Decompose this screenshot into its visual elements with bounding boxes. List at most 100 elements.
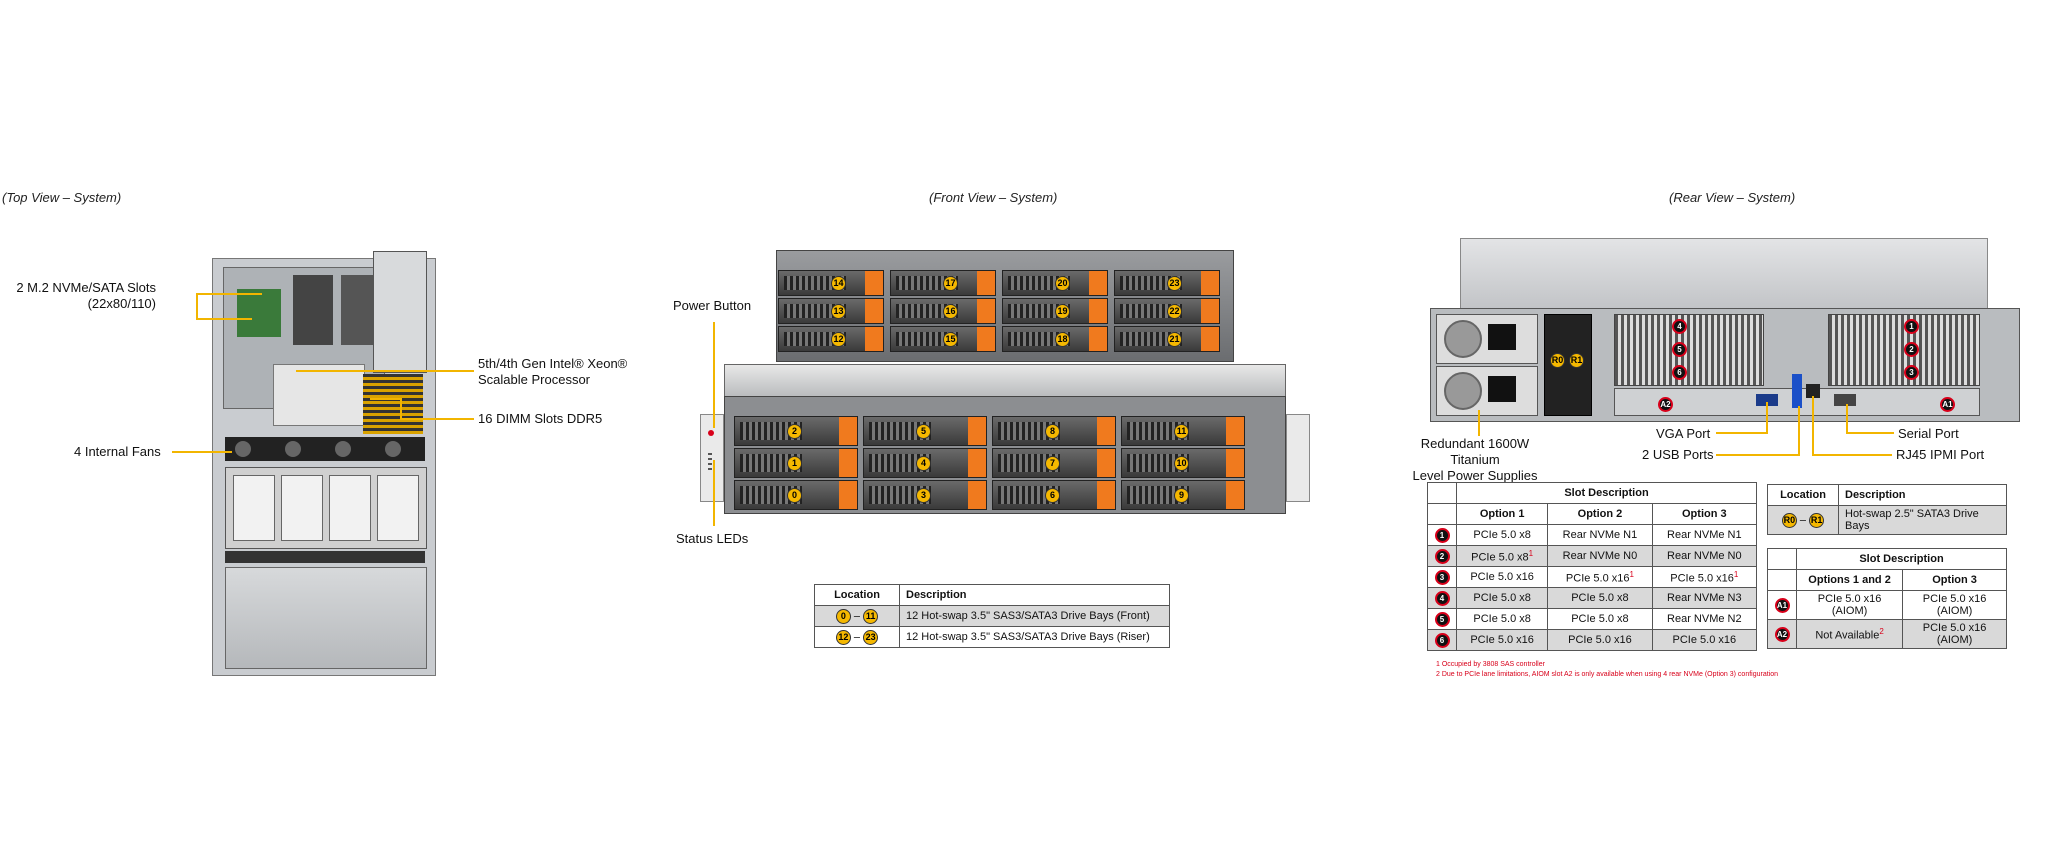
rear-view-title: (Rear View – System) xyxy=(1669,190,1796,205)
drive-bay[interactable]: 12 xyxy=(778,326,884,352)
drive-bay[interactable]: 8 xyxy=(992,416,1116,446)
drive-bay[interactable]: 0 xyxy=(734,480,858,510)
drive-bay[interactable]: 13 xyxy=(778,298,884,324)
bay-badge: 3 xyxy=(916,487,931,503)
rj45-ipmi-port[interactable] xyxy=(1806,384,1820,398)
aiom-badge: A2 xyxy=(1658,397,1673,412)
usb-ports-callout: 2 USB Ports xyxy=(1642,447,1714,462)
front-table-header-location: Location xyxy=(814,584,900,606)
drive-bay[interactable]: 21 xyxy=(1114,326,1220,352)
bay-badge: 23 xyxy=(1167,275,1182,291)
bay-badge: 12 xyxy=(835,629,851,645)
bay-badge: 8 xyxy=(1045,423,1060,439)
bay-badge: 7 xyxy=(1045,455,1060,471)
drive-bay[interactable]: 11 xyxy=(1121,416,1245,446)
aiom-slot-table: Slot Description Options 1 and 2 Option … xyxy=(1767,548,2007,649)
top-view-title: (Top View – System) xyxy=(2,190,122,205)
front-table-desc: 12 Hot-swap 3.5" SAS3/SATA3 Drive Bays (… xyxy=(899,626,1170,648)
table-row: 12 – 23 12 Hot-swap 3.5" SAS3/SATA3 Driv… xyxy=(814,626,1170,648)
aiom-table-header: Options 1 and 2 xyxy=(1795,569,1904,591)
front-table-desc: 12 Hot-swap 3.5" SAS3/SATA3 Drive Bays (… xyxy=(899,605,1170,627)
bay-badge: 20 xyxy=(1055,275,1070,291)
drive-bay[interactable]: 20 xyxy=(1002,270,1108,296)
slot-badge: 2 xyxy=(1434,548,1450,564)
slot-badge: 5 xyxy=(1434,611,1450,627)
slot-badge: 3 xyxy=(1434,569,1450,585)
bay-badge: 18 xyxy=(1055,331,1070,347)
bay-badge: 13 xyxy=(831,303,846,319)
vga-port-callout: VGA Port xyxy=(1656,426,1711,441)
rear-bay-badge: R0 xyxy=(1781,512,1797,528)
bay-badge: 0 xyxy=(835,608,851,624)
drive-bay[interactable]: 10 xyxy=(1121,448,1245,478)
slot-badge: 5 xyxy=(1672,342,1687,357)
bay-badge: 12 xyxy=(831,331,846,347)
m2-slots-area xyxy=(237,289,281,337)
drive-bay[interactable]: 6 xyxy=(992,480,1116,510)
ipmi-port-callout: RJ45 IPMI Port xyxy=(1896,447,1985,462)
drive-bay[interactable]: 22 xyxy=(1114,298,1220,324)
aiom-badge: A2 xyxy=(1774,626,1790,642)
bay-badge: 11 xyxy=(863,608,879,624)
drive-bay[interactable]: 23 xyxy=(1114,270,1220,296)
slot-badge: 4 xyxy=(1434,590,1450,606)
rear-drive-header-description: Description xyxy=(1838,484,2007,506)
slot-badge: 6 xyxy=(1672,365,1687,380)
bay-badge: 1 xyxy=(787,455,802,471)
front-view-title: (Front View – System) xyxy=(929,190,1058,205)
drive-bay[interactable]: 1 xyxy=(734,448,858,478)
slot-badge: 1 xyxy=(1434,527,1450,543)
bay-badge: 6 xyxy=(1045,487,1060,503)
dimm-callout: 16 DIMM Slots DDR5 xyxy=(478,411,603,426)
rear-bay-badge: R0 xyxy=(1550,352,1565,368)
cpu-callout: 5th/4th Gen Intel® Xeon® Scalable Proces… xyxy=(478,356,628,387)
front-table-header-description: Description xyxy=(899,584,1170,606)
drive-bay[interactable]: 17 xyxy=(890,270,996,296)
drive-bay[interactable]: 3 xyxy=(863,480,987,510)
aiom-badge: A1 xyxy=(1940,397,1955,412)
psu-callout: Redundant 1600W Titanium Level Power Sup… xyxy=(1412,436,1538,483)
bay-badge: 11 xyxy=(1174,423,1189,439)
drive-bay[interactable]: 18 xyxy=(1002,326,1108,352)
internal-fans-callout: 4 Internal Fans xyxy=(74,444,161,459)
rear-slot-table: Slot Description Option 1 Option 2 Optio… xyxy=(1427,482,1758,651)
slot-table-header: Option 1 xyxy=(1455,503,1549,525)
pcie-slots-left xyxy=(1614,314,1764,386)
usb-ports[interactable] xyxy=(1792,374,1802,408)
drive-bay[interactable]: 5 xyxy=(863,416,987,446)
drive-bay[interactable]: 19 xyxy=(1002,298,1108,324)
drive-bay[interactable]: 7 xyxy=(992,448,1116,478)
status-leds-callout: Status LEDs xyxy=(676,531,749,546)
drive-bay[interactable]: 4 xyxy=(863,448,987,478)
serial-port[interactable] xyxy=(1834,394,1856,406)
rear-drive-header-location: Location xyxy=(1767,484,1839,506)
bay-badge: 14 xyxy=(831,275,846,291)
table-row: R0 – R1 Hot-swap 2.5" SATA3 Drive Bays xyxy=(1767,505,2007,535)
aiom-badge: A1 xyxy=(1774,597,1790,613)
rear-bay-badge: R1 xyxy=(1809,512,1825,528)
drive-bay[interactable]: 14 xyxy=(778,270,884,296)
bay-badge: 17 xyxy=(943,275,958,291)
vga-port[interactable] xyxy=(1756,394,1778,406)
aiom-table-header: Option 3 xyxy=(1902,569,2007,591)
rear-view-chassis-image: R0 R1 4 5 6 1 2 3 A2 A1 xyxy=(1430,238,2020,422)
drive-bay[interactable]: 9 xyxy=(1121,480,1245,510)
power-button-icon[interactable] xyxy=(708,430,714,436)
rear-drive-table: Location Description R0 – R1 Hot-swap 2.… xyxy=(1767,484,2007,535)
slot-table-header: Option 3 xyxy=(1651,503,1758,525)
power-button-callout: Power Button xyxy=(673,298,752,313)
drive-bay[interactable]: 16 xyxy=(890,298,996,324)
drive-bay[interactable]: 15 xyxy=(890,326,996,352)
slot-table-header: Option 2 xyxy=(1547,503,1653,525)
bay-badge: 2 xyxy=(787,423,802,439)
slot-table-caption: Slot Description xyxy=(1456,482,1757,504)
slot-badge: 3 xyxy=(1904,365,1919,380)
drive-bay[interactable]: 2 xyxy=(734,416,858,446)
slot-badge: 1 xyxy=(1904,319,1919,334)
slot-badge: 4 xyxy=(1672,319,1687,334)
